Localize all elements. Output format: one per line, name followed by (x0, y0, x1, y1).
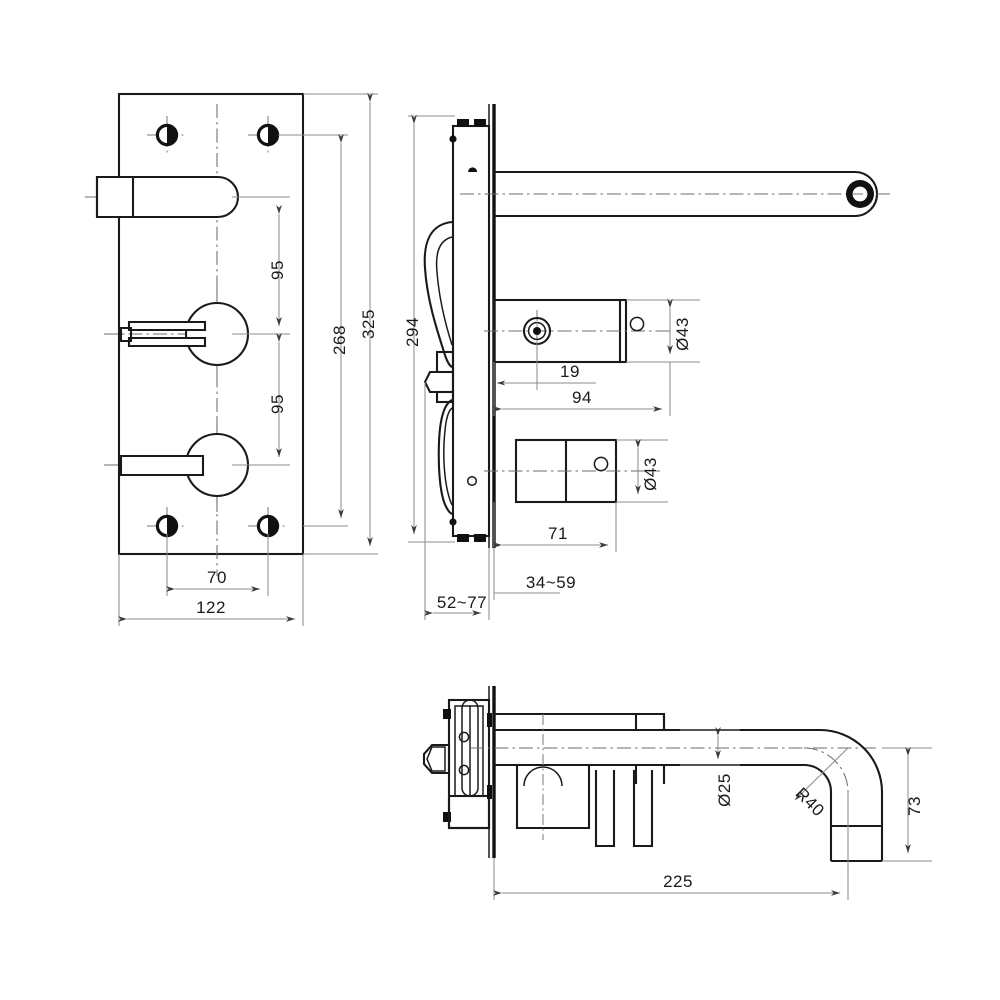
dimension-294: 294 (403, 115, 455, 543)
dim-label-94: 94 (572, 388, 592, 407)
dim-label-dia43-upper: Ø43 (673, 317, 692, 351)
dimension-95-top: 95 (232, 196, 290, 335)
dim-label-dia25: Ø25 (715, 773, 734, 807)
outlet-cylinder-lower (484, 438, 660, 504)
side-view: 294 Ø43 Ø43 19 94 (403, 104, 890, 620)
dim-label-70: 70 (207, 568, 227, 587)
lever-profile-upper-side (423, 220, 453, 368)
dimension-268: 268 (278, 134, 349, 527)
dimension-dia25: Ø25 (680, 727, 740, 807)
control-knob-lower[interactable] (104, 418, 272, 513)
dim-label-268: 268 (330, 325, 349, 355)
dimension-122: 122 (118, 554, 304, 626)
mounting-hole-top-left (147, 116, 187, 155)
front-view: 95 95 268 325 70 (85, 92, 378, 626)
mounting-hole-top-right (248, 116, 288, 155)
outlet-cylinder-upper (484, 298, 672, 364)
lever-profile-lower-side (437, 399, 453, 515)
dimension-73: 73 (882, 747, 932, 862)
spout-lever-front (85, 175, 258, 219)
dimension-19: 19 (493, 340, 596, 390)
dimension-94: 94 (493, 362, 671, 416)
dimension-70: 70 (166, 534, 269, 596)
control-knob-upper[interactable] (104, 287, 272, 382)
dimension-dia43-upper: Ø43 (626, 299, 700, 363)
dimension-dia43-lower: Ø43 (616, 439, 668, 503)
spout-arm-side (460, 170, 890, 218)
dim-label-325: 325 (359, 309, 378, 339)
dimension-95-bottom: 95 (232, 333, 290, 466)
dimension-325: 325 (303, 93, 378, 555)
dim-label-34-59: 34~59 (526, 573, 576, 592)
dimension-52-77: 52~77 (424, 382, 490, 620)
dim-label-294: 294 (403, 317, 422, 347)
dimension-34-59: 34~59 (493, 548, 576, 600)
dim-label-dia43-lower: Ø43 (641, 457, 660, 491)
dim-label-95-top: 95 (268, 260, 287, 280)
valve-body-bottom (422, 698, 492, 830)
backplate-outline (117, 92, 305, 556)
valve-stem-nut-side (423, 350, 455, 404)
dim-label-225: 225 (663, 872, 693, 891)
dim-label-71: 71 (548, 524, 568, 543)
dimension-71: 71 (493, 502, 617, 552)
bottom-view: Ø25 R40 73 225 (422, 686, 932, 900)
dim-label-52-77: 52~77 (437, 593, 487, 612)
spout-tube-bottom (470, 712, 884, 876)
dim-label-73: 73 (905, 796, 924, 816)
dim-label-19: 19 (560, 362, 580, 381)
dimension-225: 225 (493, 792, 849, 900)
mounting-hole-bottom-left (147, 507, 187, 546)
dim-label-95-bottom: 95 (268, 394, 287, 414)
dim-label-122: 122 (196, 598, 226, 617)
